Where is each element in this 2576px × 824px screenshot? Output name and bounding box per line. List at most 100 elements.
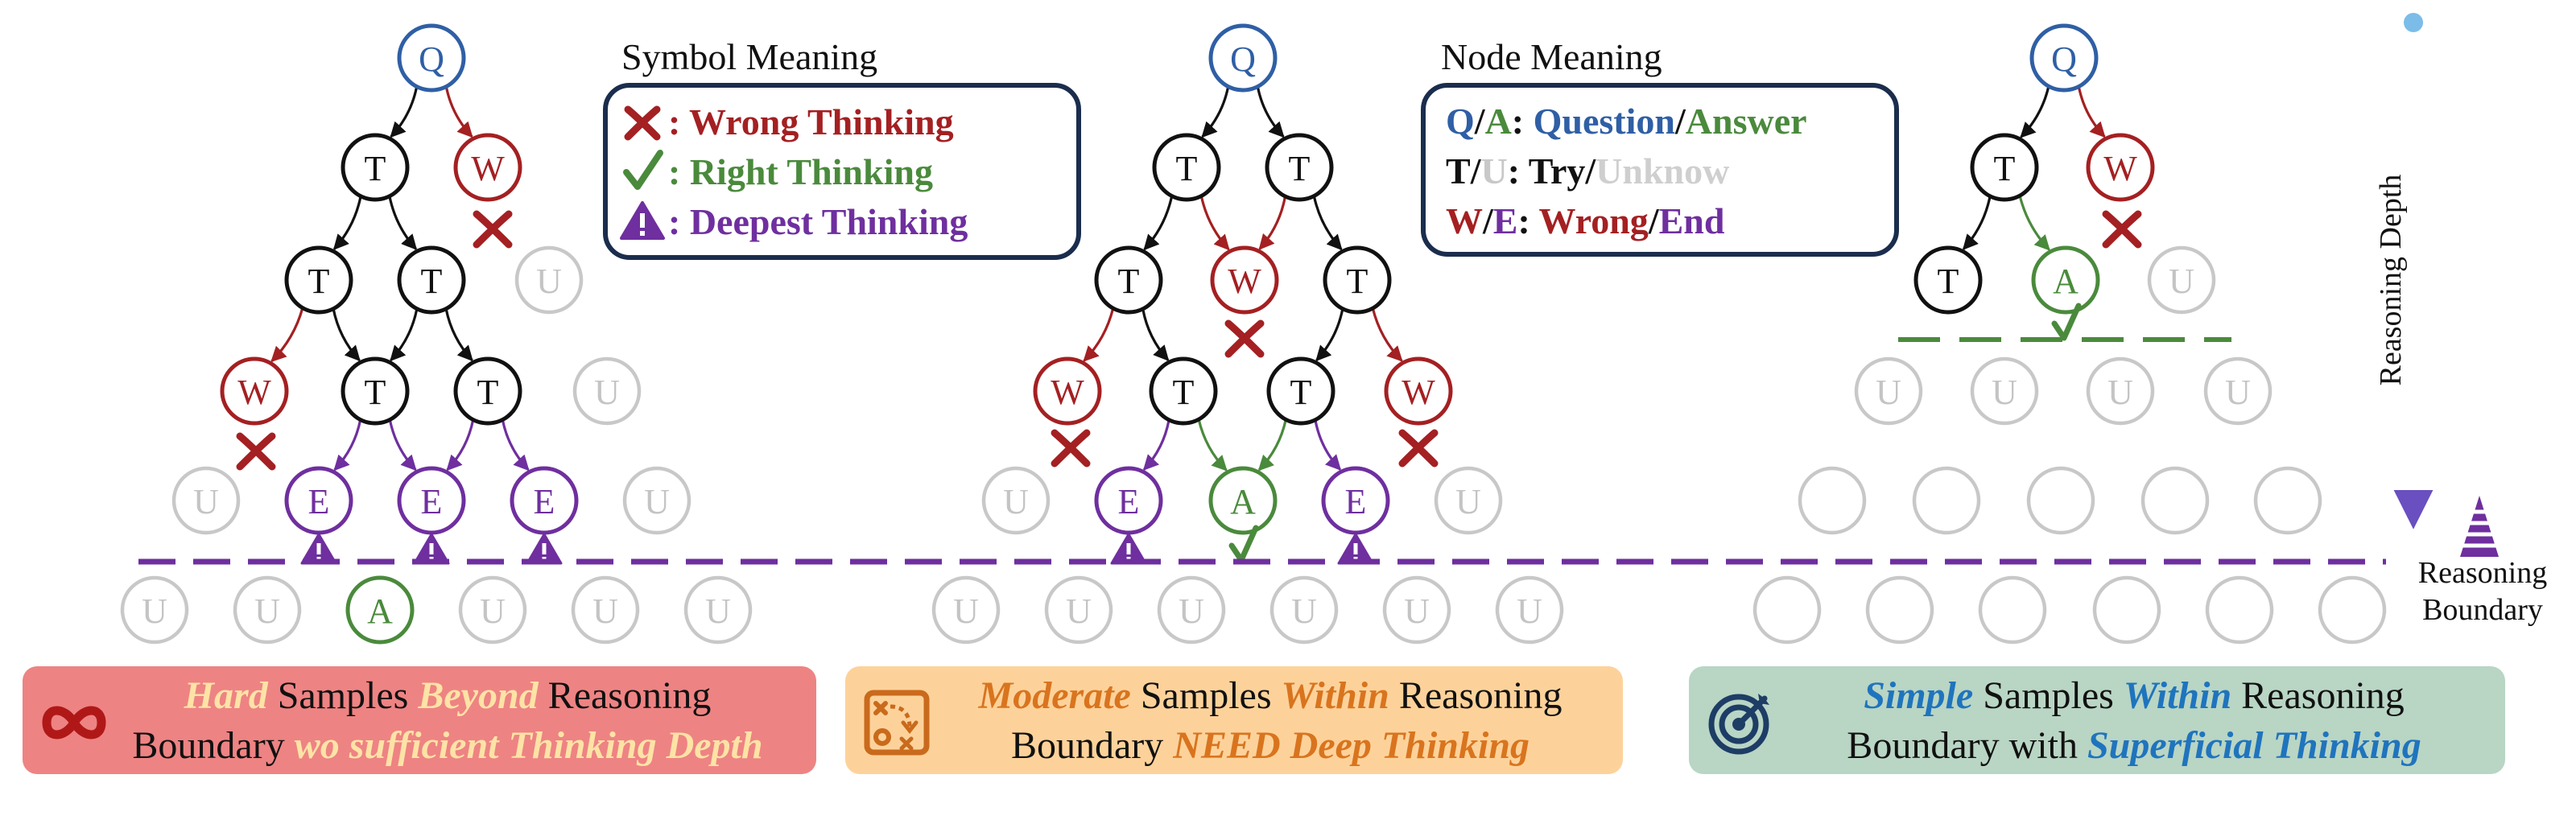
node-label: W (2103, 149, 2137, 188)
moderate-try-node-t2: T (1265, 133, 1334, 202)
moderate-try-node-t4: T (1323, 245, 1392, 315)
hard-unknown-node-u5: U (120, 575, 189, 645)
hard-unknown-node-u9: U (683, 575, 753, 645)
moderate-wrong-node-w1: W (1210, 245, 1279, 315)
node-label: W (1051, 373, 1084, 412)
moderate-edge-q-t1 (1201, 86, 1230, 138)
hard-unknown-node-u2: U (572, 356, 642, 426)
beyond-word: Beyond (418, 674, 539, 717)
moderate-unknown-node-u4: U (1044, 575, 1113, 645)
node-legend-row-wrong-end: W/E: Wrong/End (1446, 200, 1725, 241)
moderate-unknown-node-u6: U (1269, 575, 1339, 645)
node-label: Q (419, 39, 444, 79)
hard-edge-t2-w2 (270, 307, 304, 363)
node-legend-box (1421, 83, 1899, 257)
moderate-unknown-node-u7: U (1382, 575, 1451, 645)
node-label: T (1173, 373, 1195, 412)
hard-question-node-q: Q (397, 23, 466, 93)
hard-try-node-t3: T (397, 245, 466, 315)
node-label: U (1179, 591, 1204, 631)
check-icon (623, 150, 663, 190)
hard-edge-t4-e2 (388, 419, 417, 472)
moderate-edge-t3-w2 (1083, 307, 1115, 362)
hard-try-node-t4: T (341, 356, 410, 426)
hard-word: Hard (184, 674, 268, 717)
node-label: U (142, 591, 167, 631)
moderate-try-node-t6: T (1266, 356, 1335, 426)
reasoning-boundary-label-1: Reasoning (2418, 556, 2547, 590)
hard-edge-q-t1 (390, 86, 419, 138)
simple-unknown-node-c9 (2092, 575, 2161, 645)
simple-unknown-node-c11 (2318, 575, 2387, 645)
node-label: T (1289, 149, 1311, 188)
symbol-legend-title: Symbol Meaning (621, 36, 877, 77)
simple-question-node-q: Q (2029, 23, 2099, 93)
moderate-edge-t5-a1 (1197, 418, 1228, 472)
node-label: W (471, 149, 505, 188)
node-label: U (193, 482, 219, 521)
node-label: T (1290, 373, 1312, 412)
simple-edge-q-t1 (2020, 85, 2050, 138)
hard-end-node-e1: E (284, 466, 353, 535)
infinity-icon (42, 706, 106, 740)
node-label: U (536, 262, 562, 301)
simple-edge-t1-t2 (1962, 196, 1992, 250)
hard-edge-t3-t4 (390, 308, 419, 362)
moderate-end-node-e2: E (1321, 466, 1390, 535)
moderate-try-node-t1: T (1152, 133, 1221, 202)
node-label: W (1402, 373, 1435, 412)
node-label: T (1176, 149, 1198, 188)
simple-word: Simple (1864, 674, 1974, 717)
node-legend-row-try-unknow: T/U: Try/Unknow (1446, 150, 1729, 192)
node-label: U (2169, 262, 2194, 301)
node-label: U (592, 591, 618, 631)
hard-answer-node-a1: A (345, 575, 415, 645)
moderate-edge-t1-w1 (1199, 196, 1230, 251)
wrong-thinking-label: : Wrong Thinking (668, 101, 954, 142)
hard-wrong-node-w2: W (220, 356, 289, 426)
hard-edge-t1-t2 (332, 196, 362, 250)
moderate-edge-t1-t3 (1143, 196, 1174, 251)
simple-try-node-t1: T (1970, 133, 2039, 202)
reasoning-boundary-label-2: Boundary (2422, 593, 2543, 627)
node-label: U (953, 591, 979, 631)
moderate-try-node-t5: T (1149, 356, 1218, 426)
node-label: U (1291, 591, 1317, 631)
hard-cross-icon-w2 (236, 432, 276, 471)
reasoning-depth-label: Reasoning Depth (2374, 175, 2408, 386)
hard-cross-icon-w1 (473, 210, 513, 249)
simple-cross-icon-w1 (2102, 210, 2142, 249)
moderate-edge-t3-t5 (1141, 308, 1170, 361)
node-legend: Node Meaning Q/A: Question/Answer T/U: T… (1421, 36, 1899, 257)
hard-edge-t5-e2 (446, 419, 475, 472)
hard-try-node-t5: T (453, 356, 522, 426)
hard-edge-t5-e3 (501, 419, 530, 472)
simple-unknown-node-c7 (1865, 575, 1934, 645)
hard-edge-t4-e1 (333, 419, 362, 472)
moderate-unknown-node-u2: U (1434, 466, 1503, 535)
simple-unknown-node-c4 (2140, 466, 2210, 535)
strategy-board-icon (864, 690, 930, 756)
target-icon (1708, 694, 1769, 755)
node-label: T (421, 262, 443, 301)
hard-end-node-e2: E (397, 466, 466, 535)
simple-edge-t1-a1 (2018, 195, 2050, 251)
node-label: U (2107, 373, 2133, 412)
node-label: A (367, 591, 393, 631)
node-label: U (705, 591, 731, 631)
moderate-wrong-node-w3: W (1384, 356, 1453, 426)
simple-unknown-node-c6 (1752, 575, 1822, 645)
node-label: T (1938, 262, 1959, 301)
symbol-legend: Symbol Meaning : Wrong Thinking : Right … (603, 36, 1081, 260)
simple-unknown-node-u5: U (2203, 356, 2273, 426)
node-label: A (1230, 482, 1256, 521)
node-label: U (1003, 482, 1029, 521)
right-thinking-label: : Right Thinking (668, 151, 933, 192)
hard-unknown-node-u4: U (622, 466, 691, 535)
moderate-cross-icon-w2 (1051, 429, 1091, 468)
node-label: T (308, 262, 330, 301)
